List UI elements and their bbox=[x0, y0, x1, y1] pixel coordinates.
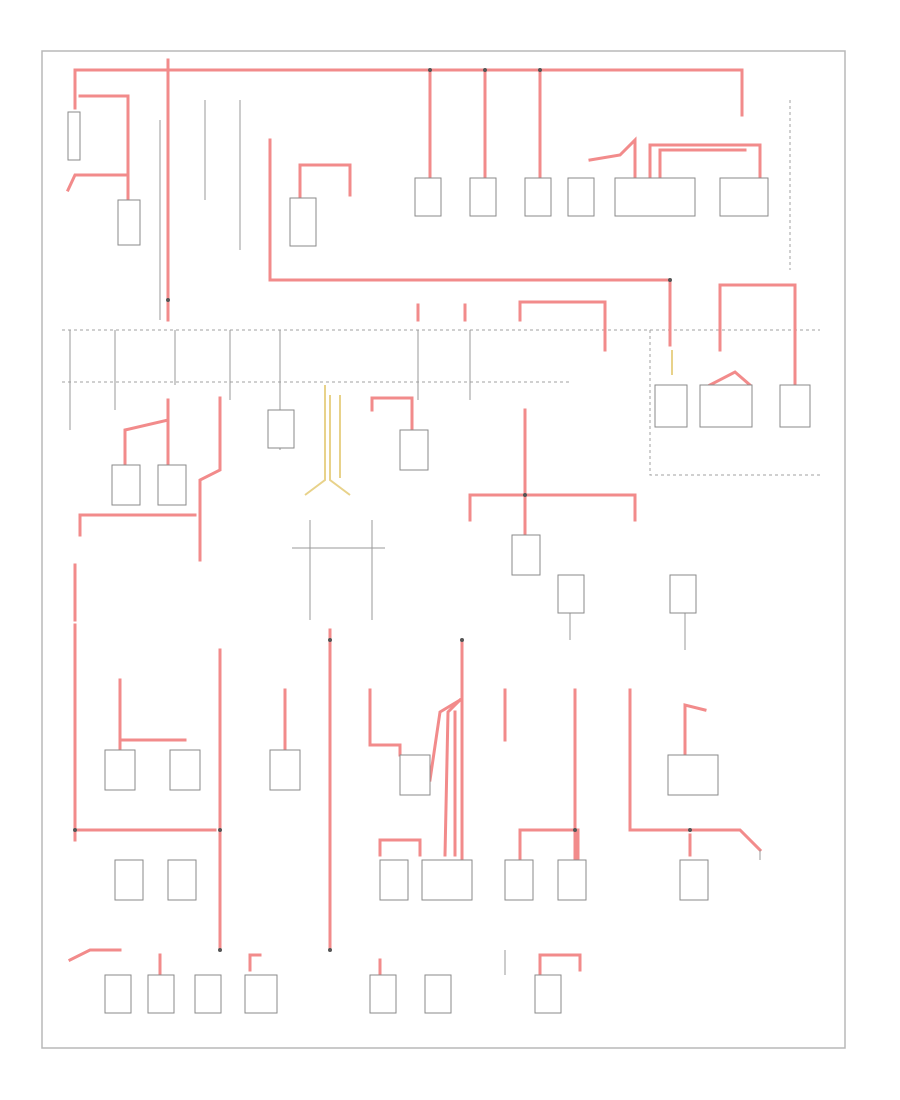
component-box bbox=[379, 859, 409, 901]
splice-nodes bbox=[73, 68, 692, 952]
component-box bbox=[147, 974, 175, 1014]
components bbox=[67, 111, 811, 1014]
component-box bbox=[269, 749, 301, 791]
component-box bbox=[654, 384, 688, 428]
component-box bbox=[414, 177, 442, 217]
component-box bbox=[104, 974, 132, 1014]
component-box bbox=[679, 859, 709, 901]
component-box bbox=[504, 859, 534, 901]
component-box bbox=[157, 464, 187, 506]
component-box bbox=[244, 974, 278, 1014]
component-box bbox=[104, 749, 136, 791]
component-box bbox=[524, 177, 552, 217]
component-box bbox=[469, 177, 497, 217]
component-box bbox=[169, 749, 201, 791]
fuse-block-panel bbox=[62, 100, 820, 476]
component-box bbox=[114, 859, 144, 901]
component-box bbox=[424, 974, 452, 1014]
component-box bbox=[399, 754, 431, 796]
component-box bbox=[669, 574, 697, 614]
component-box bbox=[167, 859, 197, 901]
component-box bbox=[779, 384, 811, 428]
battery-symbol bbox=[67, 111, 81, 161]
component-box bbox=[289, 197, 317, 247]
component-box bbox=[567, 177, 595, 217]
component-box bbox=[511, 534, 541, 576]
component-box-wide bbox=[667, 754, 719, 796]
component-box bbox=[534, 974, 562, 1014]
component-box-wide bbox=[699, 384, 753, 428]
component-box-wide bbox=[614, 177, 696, 217]
diagram-border bbox=[41, 50, 846, 1049]
yellow-wiring bbox=[304, 350, 673, 496]
component-box bbox=[267, 409, 295, 449]
component-box bbox=[399, 429, 429, 471]
signal-wiring bbox=[69, 100, 761, 975]
component-box bbox=[719, 177, 769, 217]
component-box bbox=[369, 974, 397, 1014]
battery-feed-wiring bbox=[66, 58, 797, 977]
component-box bbox=[117, 199, 141, 246]
component-box bbox=[111, 464, 141, 506]
component-box bbox=[557, 859, 587, 901]
component-box-wide bbox=[421, 859, 473, 901]
component-box bbox=[557, 574, 585, 614]
component-box bbox=[194, 974, 222, 1014]
